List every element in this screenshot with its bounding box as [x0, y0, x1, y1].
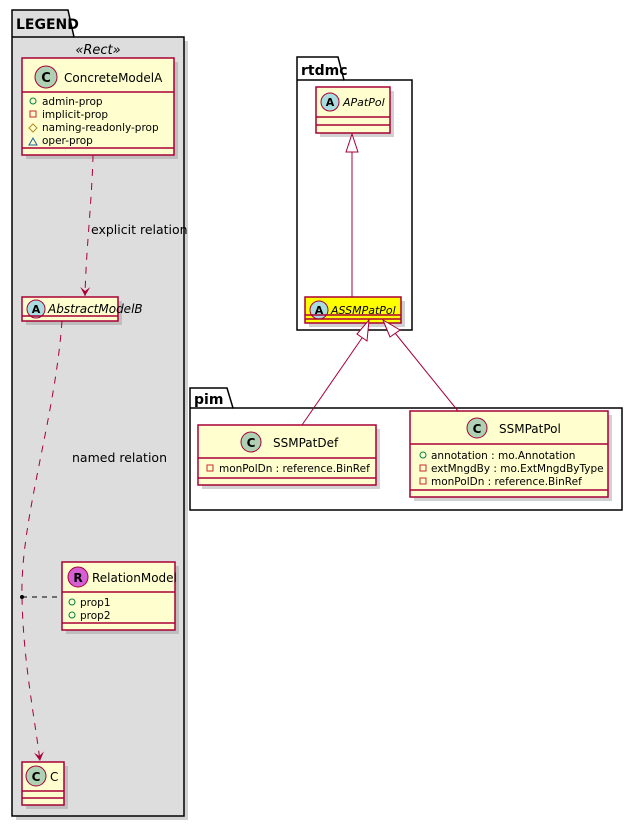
- explicit-relation-arrow: [80, 154, 94, 297]
- attribute: extMngdBy : mo.ExtMngdByType: [431, 463, 604, 475]
- class-icon-letter: A: [315, 304, 324, 317]
- abstract-icon: [320, 92, 340, 112]
- attribute: monPolDn : reference.BinRef: [219, 463, 370, 475]
- class-concrete-model-a[interactable]: C ConcreteModelA admin-prop implicit-pro…: [21, 57, 178, 159]
- package-title: pim: [194, 392, 223, 408]
- class-name: SSMPatDef: [273, 436, 339, 450]
- class-name: ConcreteModelA: [64, 71, 163, 85]
- class-icon: [34, 65, 58, 89]
- attribute: prop2: [80, 610, 111, 622]
- attribute: naming-readonly-prop: [42, 122, 159, 134]
- public-icon: [68, 598, 76, 606]
- class-c[interactable]: C C: [21, 761, 68, 809]
- public-icon: [68, 611, 76, 619]
- inheritance-arrowhead: [381, 318, 401, 338]
- class-relation-model[interactable]: R RelationModel prop1 prop2: [61, 561, 179, 634]
- class-icon-letter: C: [473, 422, 482, 436]
- class-apatpol[interactable]: A APatPol: [315, 86, 394, 137]
- class-icon-letter: C: [41, 71, 51, 86]
- attribute: oper-prop: [42, 135, 93, 147]
- package-stereotype: «Rect»: [75, 43, 120, 58]
- class-ssmpatpol[interactable]: C SSMPatPol annotation : mo.Annotation e…: [409, 410, 612, 501]
- private-icon: [419, 464, 427, 472]
- class-icon-letter: A: [32, 303, 41, 316]
- public-icon: [29, 97, 37, 105]
- inheritance-arrowhead: [356, 318, 370, 342]
- private-icon: [29, 110, 37, 118]
- class-ssmpatdef[interactable]: C SSMPatDef monPolDn : reference.BinRef: [197, 424, 380, 489]
- private-icon: [419, 477, 427, 485]
- inheritance-arrowhead: [345, 132, 359, 153]
- inheritance-line: [394, 332, 459, 412]
- attribute: prop1: [80, 597, 111, 609]
- attribute: annotation : mo.Annotation: [431, 450, 575, 462]
- class-assmpatpol[interactable]: A ASSMPatPol: [304, 296, 405, 327]
- abstract-icon: [26, 299, 46, 319]
- class-icon-letter: C: [247, 436, 256, 450]
- relation-label: named relation: [72, 450, 167, 465]
- class-name: SSMPatPol: [499, 422, 561, 436]
- package-visibility-icon: [28, 136, 38, 146]
- class-name: APatPol: [342, 96, 385, 109]
- class-icon: [25, 765, 47, 787]
- class-abstract-model-b[interactable]: A AbstractModelB: [21, 296, 143, 325]
- attribute: implicit-prop: [42, 109, 108, 121]
- class-icon: [466, 417, 488, 439]
- package-title: rtdmc: [301, 63, 348, 79]
- relation-icon: [67, 566, 89, 588]
- class-icon-letter: R: [73, 571, 82, 585]
- public-icon: [419, 451, 427, 459]
- package-title: LEGEND: [16, 17, 79, 33]
- class-name: RelationModel: [92, 571, 177, 585]
- class-name: ASSMPatPol: [330, 304, 396, 317]
- class-name: C: [50, 770, 58, 784]
- attribute: monPolDn : reference.BinRef: [431, 476, 582, 488]
- relation-label: explicit relation: [91, 222, 188, 237]
- private-icon: [206, 464, 214, 472]
- attribute: admin-prop: [42, 96, 103, 108]
- inheritance-line: [301, 337, 363, 426]
- class-icon-letter: C: [32, 770, 41, 784]
- class-icon: [240, 431, 262, 453]
- class-name: AbstractModelB: [47, 302, 143, 316]
- named-relation-arrow: [21, 320, 63, 762]
- class-icon-letter: A: [326, 96, 335, 109]
- protected-icon: [28, 123, 38, 133]
